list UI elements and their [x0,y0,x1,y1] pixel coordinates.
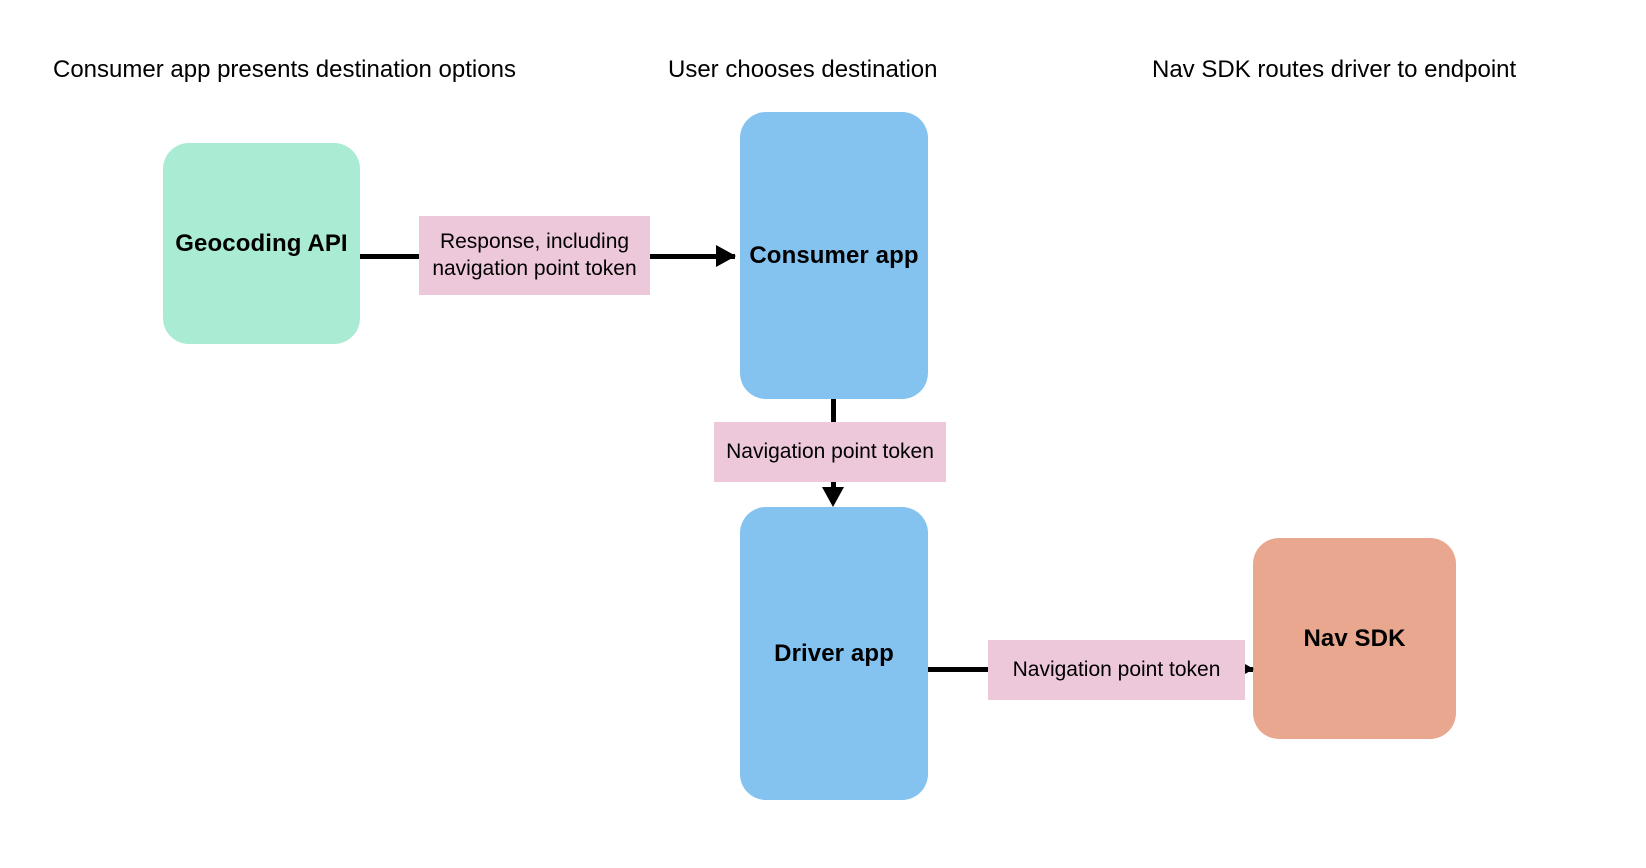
node-geocoding-api-label: Geocoding API [175,229,348,257]
column-heading-nav-routes: Nav SDK routes driver to endpoint [1152,56,1517,83]
node-geocoding-api[interactable]: Geocoding API [163,143,360,344]
node-driver-app[interactable]: Driver app [740,507,928,800]
arrowhead-consumer-to-driver [822,487,844,507]
node-consumer-app-label: Consumer app [749,241,919,269]
column-heading-user-chooses: User chooses destination [668,56,938,83]
node-nav-sdk[interactable]: Nav SDK [1253,538,1456,739]
node-nav-sdk-label: Nav SDK [1303,624,1406,652]
column-heading-consumer-options: Consumer app presents destination option… [53,56,516,83]
edge-label-driver-to-navsdk-text: Navigation point token [1012,657,1221,681]
edge-label-geocoding-to-consumer: Response, including navigation point tok… [419,216,650,295]
arrowhead-geocoding-to-consumer [716,245,736,267]
edge-label-consumer-to-driver: Navigation point token [714,422,946,482]
edge-label-driver-to-navsdk: Navigation point token [988,640,1245,700]
edge-label-consumer-to-driver-text: Navigation point token [726,439,934,463]
node-driver-app-label: Driver app [774,639,894,667]
edge-label-geocoding-to-consumer-text: Response, including navigation point tok… [432,230,637,280]
node-consumer-app[interactable]: Consumer app [740,112,928,399]
